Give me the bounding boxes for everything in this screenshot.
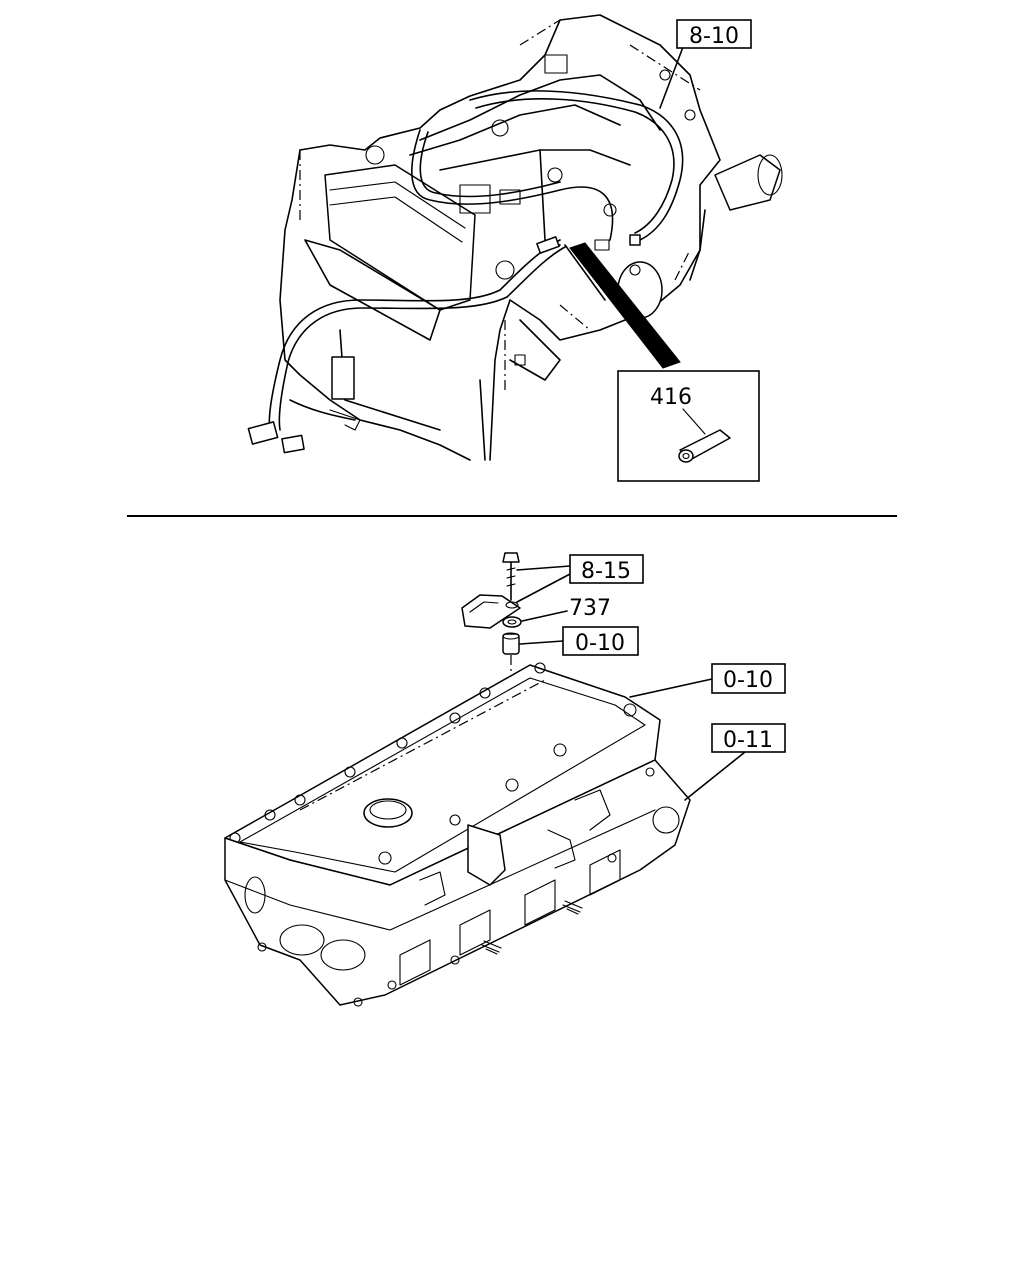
- clip-leader-line: [564, 244, 606, 301]
- clip-leader-wedge: [569, 242, 681, 369]
- clip-detail-inset: 416: [617, 370, 760, 482]
- callout-head-ref: 0-11: [684, 723, 786, 801]
- clip-part-icon: [678, 429, 731, 463]
- cylinder-head-illustration: [224, 662, 691, 1007]
- engine-assembly-illustration: [279, 14, 783, 461]
- callout-harness-ref: 8-10: [659, 19, 752, 109]
- cover-ref-label: 0-10: [723, 668, 773, 693]
- callout-washer-part: 737: [521, 596, 611, 622]
- head-ref-label: 0-11: [723, 728, 773, 753]
- bolt-ref-label: 8-15: [581, 559, 631, 584]
- grommet-ref-label: 0-10: [575, 631, 625, 656]
- harness-ref-label: 8-10: [689, 24, 739, 49]
- clip-part-label: 416: [650, 385, 692, 410]
- washer-part-label: 737: [569, 596, 611, 621]
- callout-grommet-ref: 0-10: [519, 626, 639, 656]
- callout-bolt-ref: 8-15: [516, 554, 644, 603]
- wiring-harness: [247, 90, 684, 454]
- callout-cover-ref: 0-10: [629, 663, 786, 698]
